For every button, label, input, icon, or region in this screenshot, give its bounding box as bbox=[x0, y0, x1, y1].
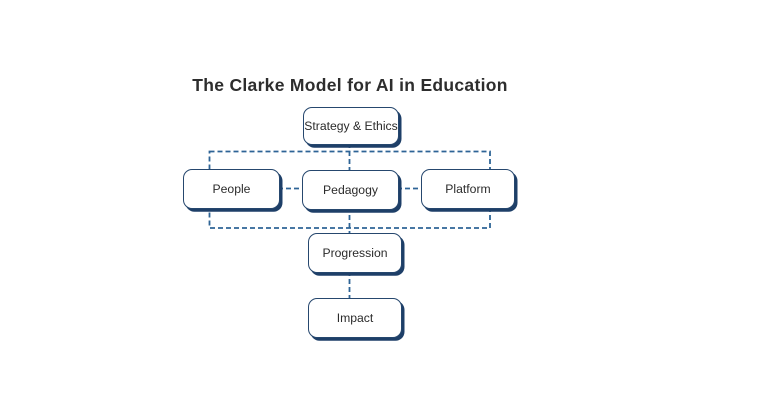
node-pedagogy: Pedagogy bbox=[302, 170, 399, 210]
node-impact: Impact bbox=[308, 298, 402, 338]
node-platform: Platform bbox=[421, 169, 515, 209]
node-strategy-ethics: Strategy & Ethics bbox=[303, 107, 399, 145]
node-people: People bbox=[183, 169, 280, 209]
diagram-title: The Clarke Model for AI in Education bbox=[192, 75, 508, 95]
node-progression: Progression bbox=[308, 233, 402, 273]
